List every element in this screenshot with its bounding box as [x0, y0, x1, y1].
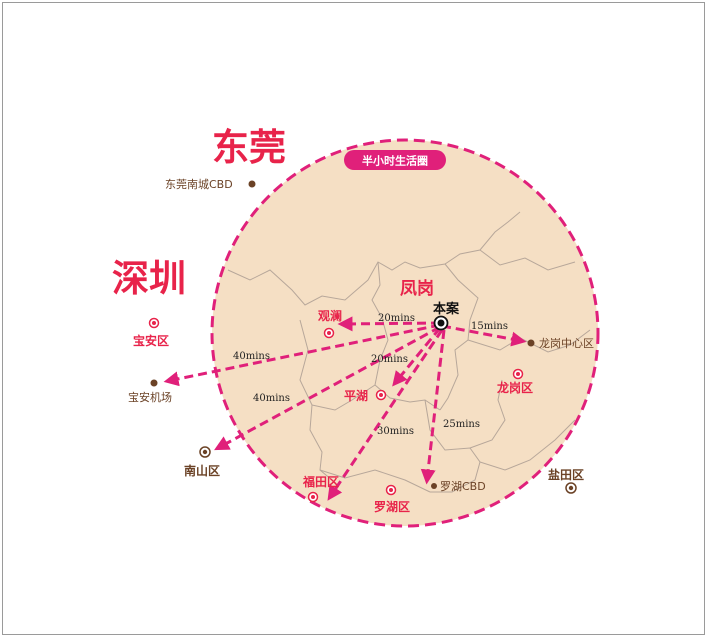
arrow-luohu-cbd	[420, 329, 446, 485]
guanlan-marker	[323, 327, 335, 339]
project-label: 本案	[433, 301, 460, 317]
nanshan-label: 南山区	[184, 463, 220, 478]
time-labels: 20mins 15mins 20mins 40mins 40mins 30min…	[233, 313, 508, 437]
time-longgang-center: 15mins	[471, 321, 508, 332]
arrow-airport	[163, 323, 441, 387]
circle-banner-text: 半小时生活圈	[362, 154, 428, 168]
longgang-marker	[512, 368, 524, 380]
dongguan-cbd-marker	[248, 180, 256, 188]
guanlan-label: 观澜	[318, 309, 342, 323]
time-futian: 30mins	[377, 426, 414, 437]
baoan-label: 宝安区	[133, 333, 169, 348]
arrow-guanlan	[337, 316, 441, 332]
longgang-label: 龙岗区	[497, 380, 533, 395]
luohu-label: 罗湖区	[374, 499, 410, 514]
airport-label: 宝安机场	[128, 390, 172, 404]
project-marker	[433, 315, 449, 331]
dongguan-label: 东莞	[212, 126, 286, 169]
luohu-marker	[385, 484, 397, 496]
baoan-marker	[148, 317, 160, 329]
futian-marker	[307, 491, 319, 503]
futian-label: 福田区	[302, 474, 339, 489]
time-nanshan: 40mins	[253, 393, 290, 404]
arrow-futian	[327, 329, 444, 501]
circle-banner	[344, 150, 446, 170]
longgang-center-marker	[527, 339, 535, 347]
fenggang-label: 凤岗	[400, 278, 434, 299]
dongguan-cbd-label: 东莞南城CBD	[165, 178, 233, 191]
luohu-cbd-label: 罗湖CBD	[440, 480, 486, 493]
pinghu-marker	[375, 389, 387, 401]
time-guanlan: 20mins	[378, 313, 415, 324]
time-luohu-cbd: 25mins	[443, 419, 480, 430]
yantian-label: 盐田区	[548, 467, 584, 482]
district-boundaries	[227, 211, 591, 493]
commute-arrows	[163, 316, 527, 501]
nanshan-marker	[199, 446, 211, 458]
arrow-pinghu	[392, 327, 442, 387]
time-pinghu: 20mins	[371, 354, 408, 365]
longgang-center-label: 龙岗中心区	[539, 337, 594, 350]
airport-marker	[150, 379, 158, 387]
pinghu-label: 平湖	[344, 388, 368, 403]
time-airport: 40mins	[233, 351, 270, 362]
arrow-nanshan	[214, 325, 441, 451]
yantian-marker	[565, 482, 577, 494]
luohu-cbd-marker	[431, 483, 437, 489]
shenzhen-label: 深圳	[112, 257, 186, 300]
